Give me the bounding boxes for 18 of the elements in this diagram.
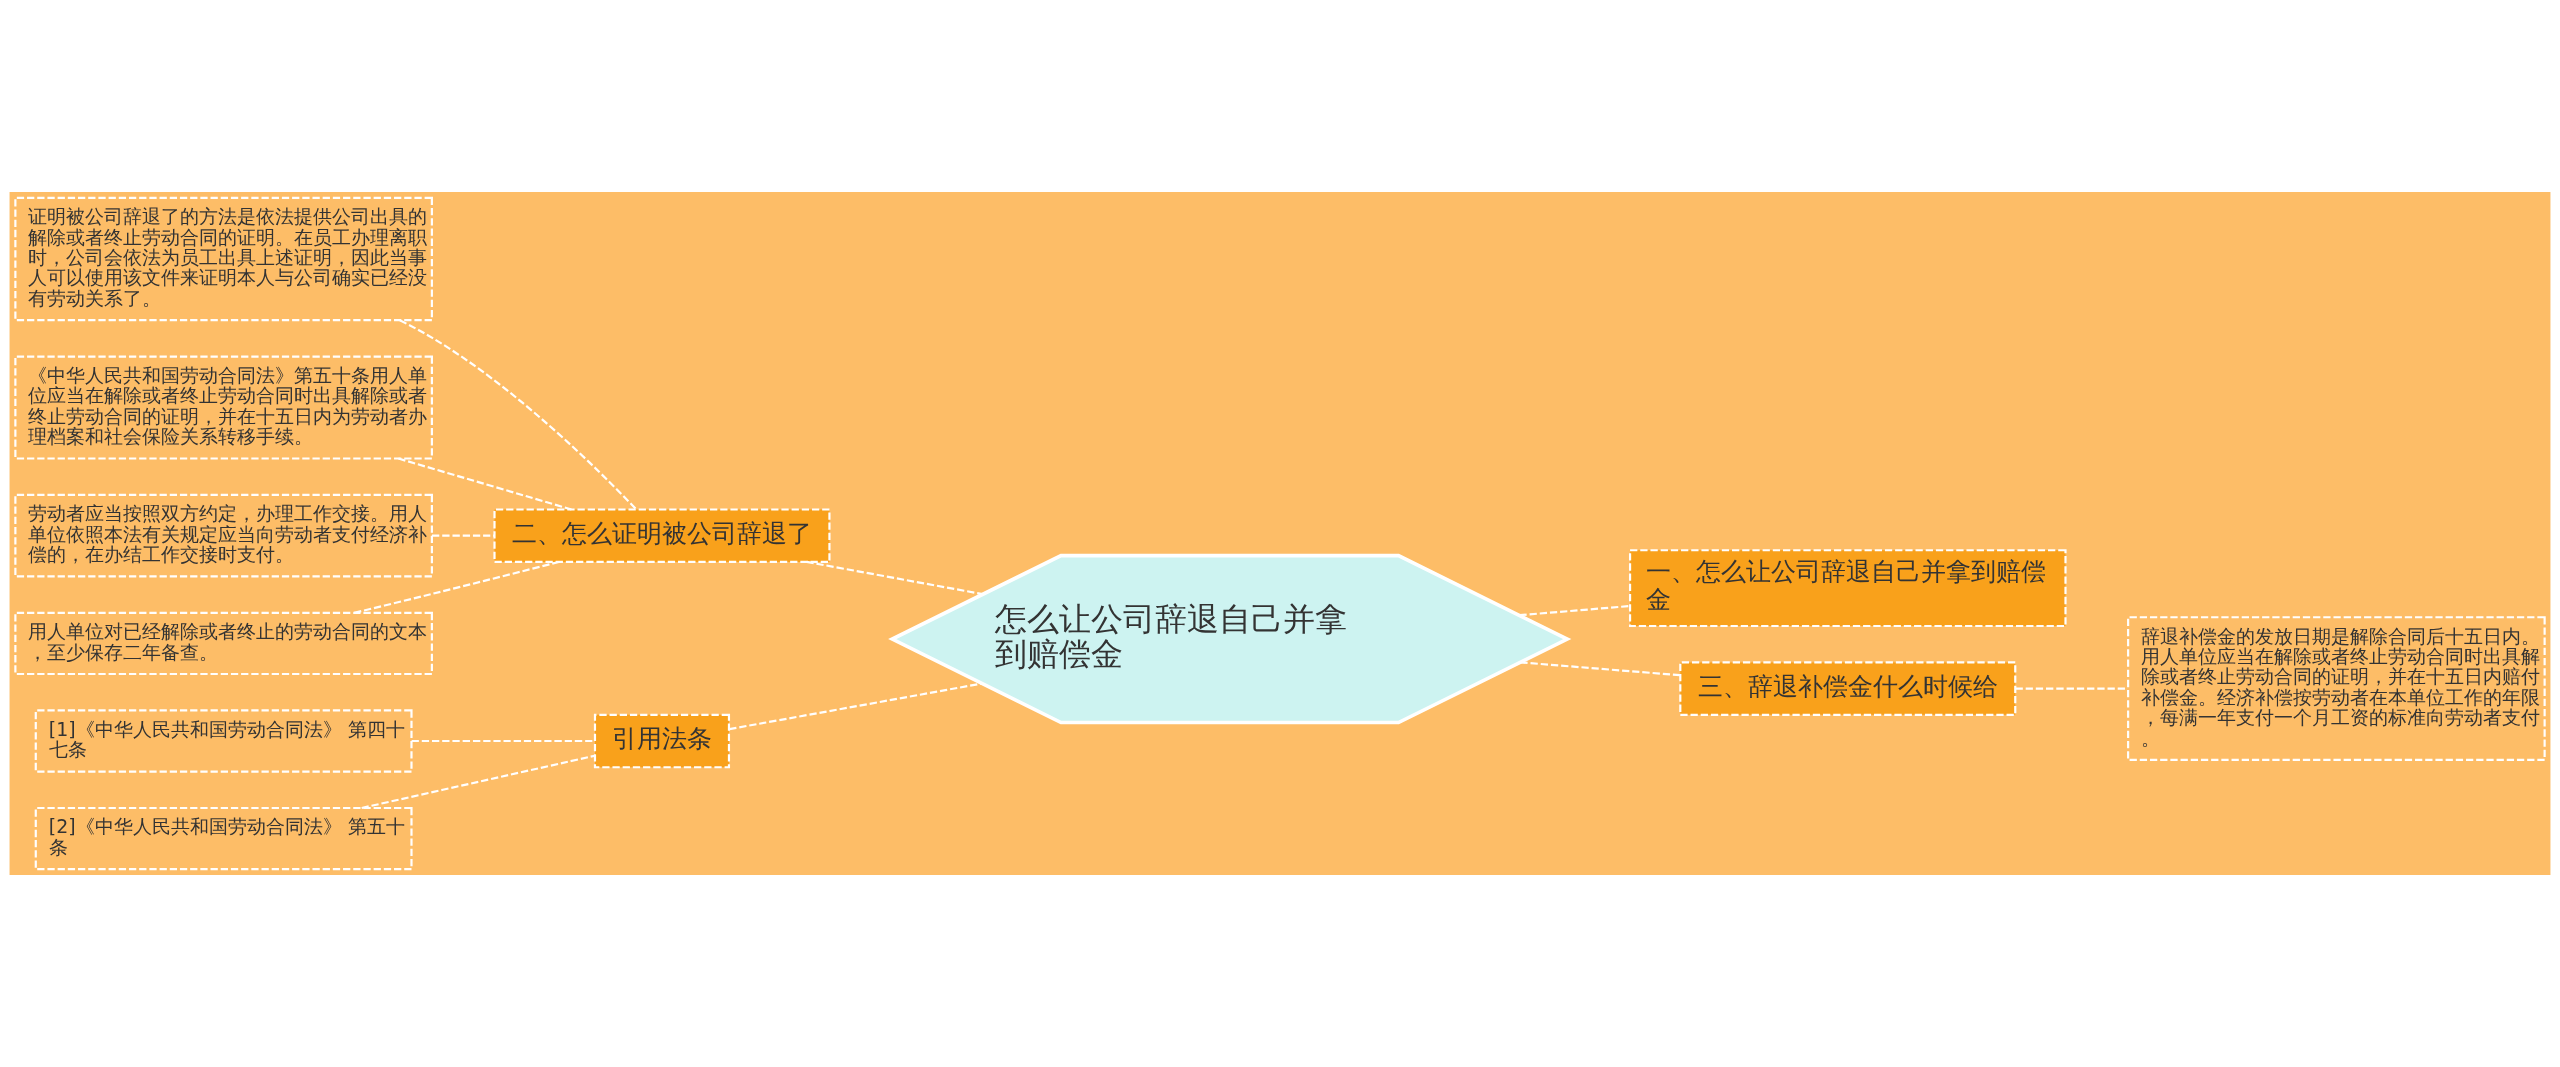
node-box: 《中华人民共和国劳动合同法》第五十条用人单位应当在解除或者终止劳动合同时出具解除或者终止劳动合同的证明，并在十五日内为劳动者办理档案和社会保险关系转移手续。: [14, 355, 433, 460]
connector: [411, 739, 595, 743]
connector: [729, 682, 983, 731]
node-box: [1]《中华人民共和国劳动合同法》 第四十七条: [34, 709, 413, 773]
node-box: 三、辞退补偿金什么时候给: [1679, 661, 2017, 716]
node-box: [2]《中华人民共和国劳动合同法》 第五十条: [34, 806, 413, 871]
node-box: 用人单位对已经解除或者终止的劳动合同的文本，至少保存二年备查。: [14, 611, 433, 676]
node-box: 一、怎么让公司辞退自己并拿到赔偿金: [1629, 549, 2067, 628]
connector: [1519, 604, 1630, 617]
node-box: 劳动者应当按照双方约定，办理工作交接。用人单位依照本法有关规定应当向劳动者支付经济补偿的，在办结工作交接时支付。: [14, 493, 433, 578]
connector: [806, 560, 983, 596]
node-box: 二、怎么证明被公司辞退了: [493, 508, 831, 563]
node-box: 辞退补偿金的发放日期是解除合同后十五日内。用人单位应当在解除或者终止劳动合同时出具解除或者终止劳动合同的证明，并在十五日内赔付补偿金。经济补偿按劳动者在本单位工作的年限，每满一年支付一个月工资的标准向劳动者支付。: [2127, 616, 2546, 762]
connector: [2015, 687, 2128, 690]
node-box: 证明被公司辞退了的方法是依法提供公司出具的解除或者终止劳动合同的证明。在员工办理离职时，公司会依法为员工出具上述证明，因此当事人可以使用该文件来证明本人与公司确实已经没有劳动关系了。: [14, 196, 433, 322]
connector: [431, 534, 495, 537]
connector: [1520, 661, 1680, 677]
node-box: 引用法条: [593, 713, 731, 769]
